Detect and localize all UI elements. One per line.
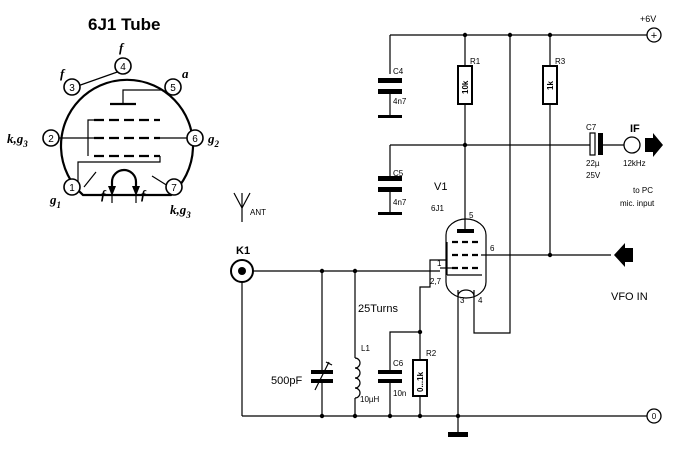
r3-value: 1k <box>546 81 555 90</box>
junction-dot <box>319 413 325 419</box>
c7-value2: 25V <box>586 171 601 180</box>
supply-rail: + +6V <box>389 14 662 74</box>
pin-label-f-left: f <box>60 66 66 81</box>
c4-value: 4n7 <box>393 97 407 106</box>
if-label: IF <box>630 123 640 135</box>
pin-circle-2: 2 <box>42 129 60 147</box>
output-terminal[interactable] <box>623 136 641 154</box>
trimmer-value: 500pF <box>271 375 302 387</box>
pin-number: 3 <box>69 83 75 94</box>
c6-name: C6 <box>393 359 404 368</box>
l1-value: 10µH <box>360 395 380 404</box>
v1-name: V1 <box>434 181 447 193</box>
supply-terminal[interactable] <box>646 27 662 43</box>
r1-value: 10k <box>461 80 470 94</box>
k1-name: K1 <box>236 245 250 257</box>
pin-number: 6 <box>192 134 198 145</box>
pin-circle-4: 4 <box>114 57 132 75</box>
r1-name: R1 <box>470 57 481 66</box>
ground-symbol <box>448 432 468 437</box>
heater-feed <box>473 35 511 334</box>
if-note-2: mic. input <box>620 199 655 208</box>
pin-label-g2: g2 <box>207 131 220 149</box>
arrow-left-icon <box>614 243 633 267</box>
pin-label-g1: g1 <box>49 192 61 210</box>
r2-name: R2 <box>426 349 437 358</box>
junction-dot <box>417 413 423 419</box>
heater-label-f2: f <box>141 187 147 202</box>
resistor-r1: 10k R1 <box>457 35 481 213</box>
if-note-1: to PC <box>633 186 653 195</box>
supply-label: +6V <box>640 14 656 24</box>
inductor-l1: L1 10µH 25Turns <box>354 271 398 416</box>
trimmer-capacitor: 500pF <box>271 271 333 416</box>
v1-pin5: 5 <box>469 211 474 220</box>
pin-label-a: a <box>182 66 189 81</box>
heater-label-f1: f <box>101 187 107 202</box>
ground-label: 0 <box>652 412 657 421</box>
pin-number: 5 <box>170 83 176 94</box>
c7-name: C7 <box>586 123 597 132</box>
capacitor-c6: C6 10n <box>378 329 423 416</box>
if-output: IF 12kHz to PC mic. input <box>620 123 663 208</box>
v1-pin1: 1 <box>437 259 442 268</box>
resistor-r3: 1k R3 <box>542 35 566 258</box>
junction-dot <box>387 413 393 419</box>
pin-label-kg3-right: k,g3 <box>170 202 191 220</box>
pin-label-f-top: f <box>119 40 125 55</box>
l1-name: L1 <box>361 344 370 353</box>
pin-label-kg3-left: k,g3 <box>7 131 28 149</box>
c6-value: 10n <box>393 389 406 398</box>
plus-icon: + <box>651 30 657 42</box>
resistor-r2: 0...1k R2 <box>412 332 437 416</box>
c5-value: 4n7 <box>393 198 407 207</box>
pin-circle-3: 3 <box>63 78 81 96</box>
capacitor-c7: C7 22µ 25V <box>586 123 624 180</box>
ground-symbol <box>378 212 402 215</box>
ground-symbol <box>378 115 402 118</box>
pinout-envelope <box>59 78 195 197</box>
tube-title: 6J1 Tube <box>88 15 160 34</box>
vfo-label: VFO IN <box>611 291 648 303</box>
c5-name: C5 <box>393 169 404 178</box>
l1-turns: 25Turns <box>358 303 398 315</box>
junction-dot <box>352 413 358 419</box>
pin-number: 2 <box>48 134 54 145</box>
ground-terminal[interactable] <box>646 408 662 424</box>
pin-number: 7 <box>171 183 177 194</box>
pinout-internals <box>58 69 188 203</box>
pin-number: 4 <box>120 62 126 73</box>
r2-value: 0...1k <box>416 371 425 392</box>
ground-rail: 0 <box>242 408 662 424</box>
v1-pin4: 4 <box>478 296 483 305</box>
antenna: ANT <box>233 192 266 222</box>
v1-pin27: 2,7 <box>430 277 442 286</box>
pin-number: 1 <box>69 183 75 194</box>
capacitor-c4: C4 4n7 <box>378 67 407 118</box>
pin-circle-7: 7 <box>165 178 183 196</box>
pin-circle-1: 1 <box>63 178 81 196</box>
vfo-input: VFO IN <box>550 243 648 303</box>
v1-pin6: 6 <box>490 244 495 253</box>
anode <box>457 229 474 233</box>
antenna-label: ANT <box>250 208 266 217</box>
c7-value1: 22µ <box>586 159 600 168</box>
tube-pinout-diagram: 6J1 Tube <box>7 15 220 220</box>
pin-circle-5: 5 <box>164 78 182 96</box>
v1-pin3: 3 <box>460 296 465 305</box>
arrow-right-icon <box>645 133 663 157</box>
r3-name: R3 <box>555 57 566 66</box>
c4-name: C4 <box>393 67 404 76</box>
pin-circle-6: 6 <box>186 129 204 147</box>
tube-v1: V1 6J1 5 6 1 2,7 3 4 <box>419 181 550 332</box>
connector-k1: K1 <box>230 245 440 416</box>
if-freq: 12kHz <box>623 159 646 168</box>
v1-type: 6J1 <box>431 204 444 213</box>
capacitor-c5: C5 4n7 <box>378 145 407 215</box>
